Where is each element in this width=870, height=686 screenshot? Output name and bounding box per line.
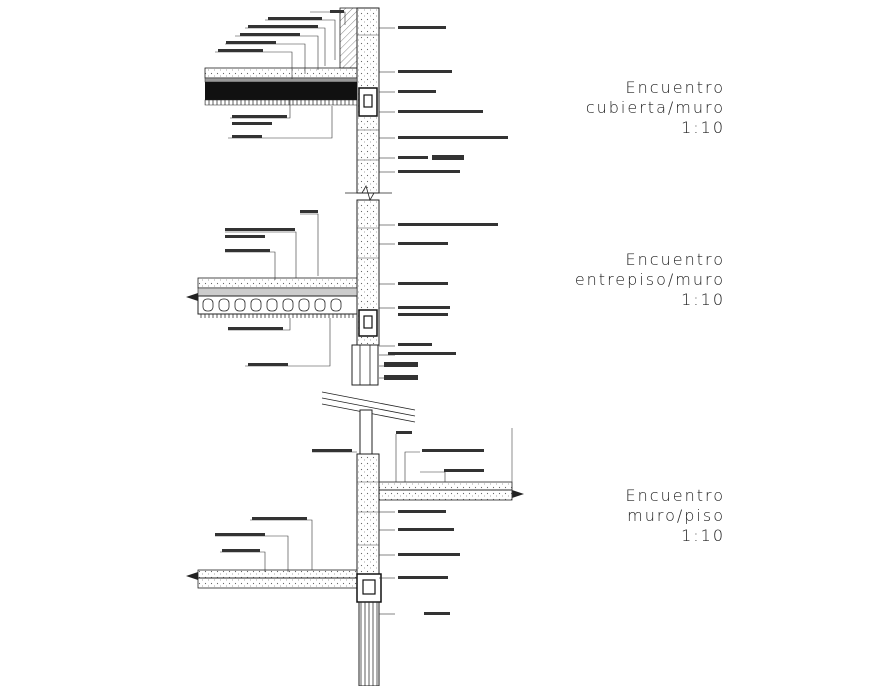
detail-scale: 1:10 bbox=[681, 118, 725, 137]
detail-title-line1: Encuentro bbox=[625, 486, 725, 505]
bond-beam-rebar-2 bbox=[363, 315, 373, 329]
detail-wall-floor bbox=[186, 409, 524, 686]
exterior-floor-base bbox=[197, 577, 358, 589]
annotation-marks-detail-3 bbox=[215, 431, 484, 615]
foundation-beam bbox=[356, 573, 382, 603]
foundation-rebar bbox=[362, 579, 376, 595]
interior-floor-finish bbox=[378, 481, 513, 491]
detail-title-1: Encuentro cubierta/muro 1:10 bbox=[520, 78, 725, 138]
detail-title-3: Encuentro muro/piso 1:10 bbox=[520, 486, 725, 546]
pile bbox=[358, 601, 380, 686]
floor-slab-top bbox=[197, 287, 358, 297]
roof-membrane bbox=[204, 77, 358, 83]
detail-floor-wall bbox=[186, 199, 498, 423]
roof-slab bbox=[205, 82, 357, 100]
floor-finish bbox=[197, 277, 358, 289]
detail-title-line2: entrepiso/muro bbox=[574, 270, 725, 289]
window-frame bbox=[351, 344, 379, 386]
detail-title-line2: cubierta/muro bbox=[585, 98, 725, 117]
roof-slab-underside bbox=[204, 99, 358, 106]
annotation-marks-detail-2 bbox=[225, 210, 498, 380]
floor-edge-arrow bbox=[512, 490, 524, 498]
bond-beam-roof bbox=[358, 87, 378, 117]
parapet-cap bbox=[339, 7, 358, 69]
bond-beam-floor bbox=[358, 309, 378, 337]
detail-roof-wall bbox=[204, 7, 508, 202]
slab-soffit bbox=[198, 314, 357, 318]
annotation-marks-detail-1 bbox=[218, 10, 508, 173]
break-line bbox=[345, 184, 392, 202]
slab-edge-arrow bbox=[186, 293, 198, 301]
detail-title-2: Encuentro entrepiso/muro 1:10 bbox=[520, 250, 725, 310]
wall-block-lower bbox=[356, 453, 380, 575]
bond-beam-rebar bbox=[363, 94, 373, 108]
detail-title-line1: Encuentro bbox=[625, 250, 725, 269]
roof-screed bbox=[204, 67, 358, 79]
detail-scale: 1:10 bbox=[681, 290, 725, 309]
detail-title-line1: Encuentro bbox=[625, 78, 725, 97]
interior-floor-base bbox=[378, 489, 513, 501]
detail-scale: 1:10 bbox=[681, 526, 725, 545]
jamb bbox=[359, 409, 373, 455]
hollow-blocks bbox=[202, 298, 342, 312]
ext-floor-edge-arrow bbox=[186, 572, 198, 580]
exterior-floor-finish bbox=[197, 569, 358, 579]
detail-title-line2: muro/piso bbox=[627, 506, 725, 525]
